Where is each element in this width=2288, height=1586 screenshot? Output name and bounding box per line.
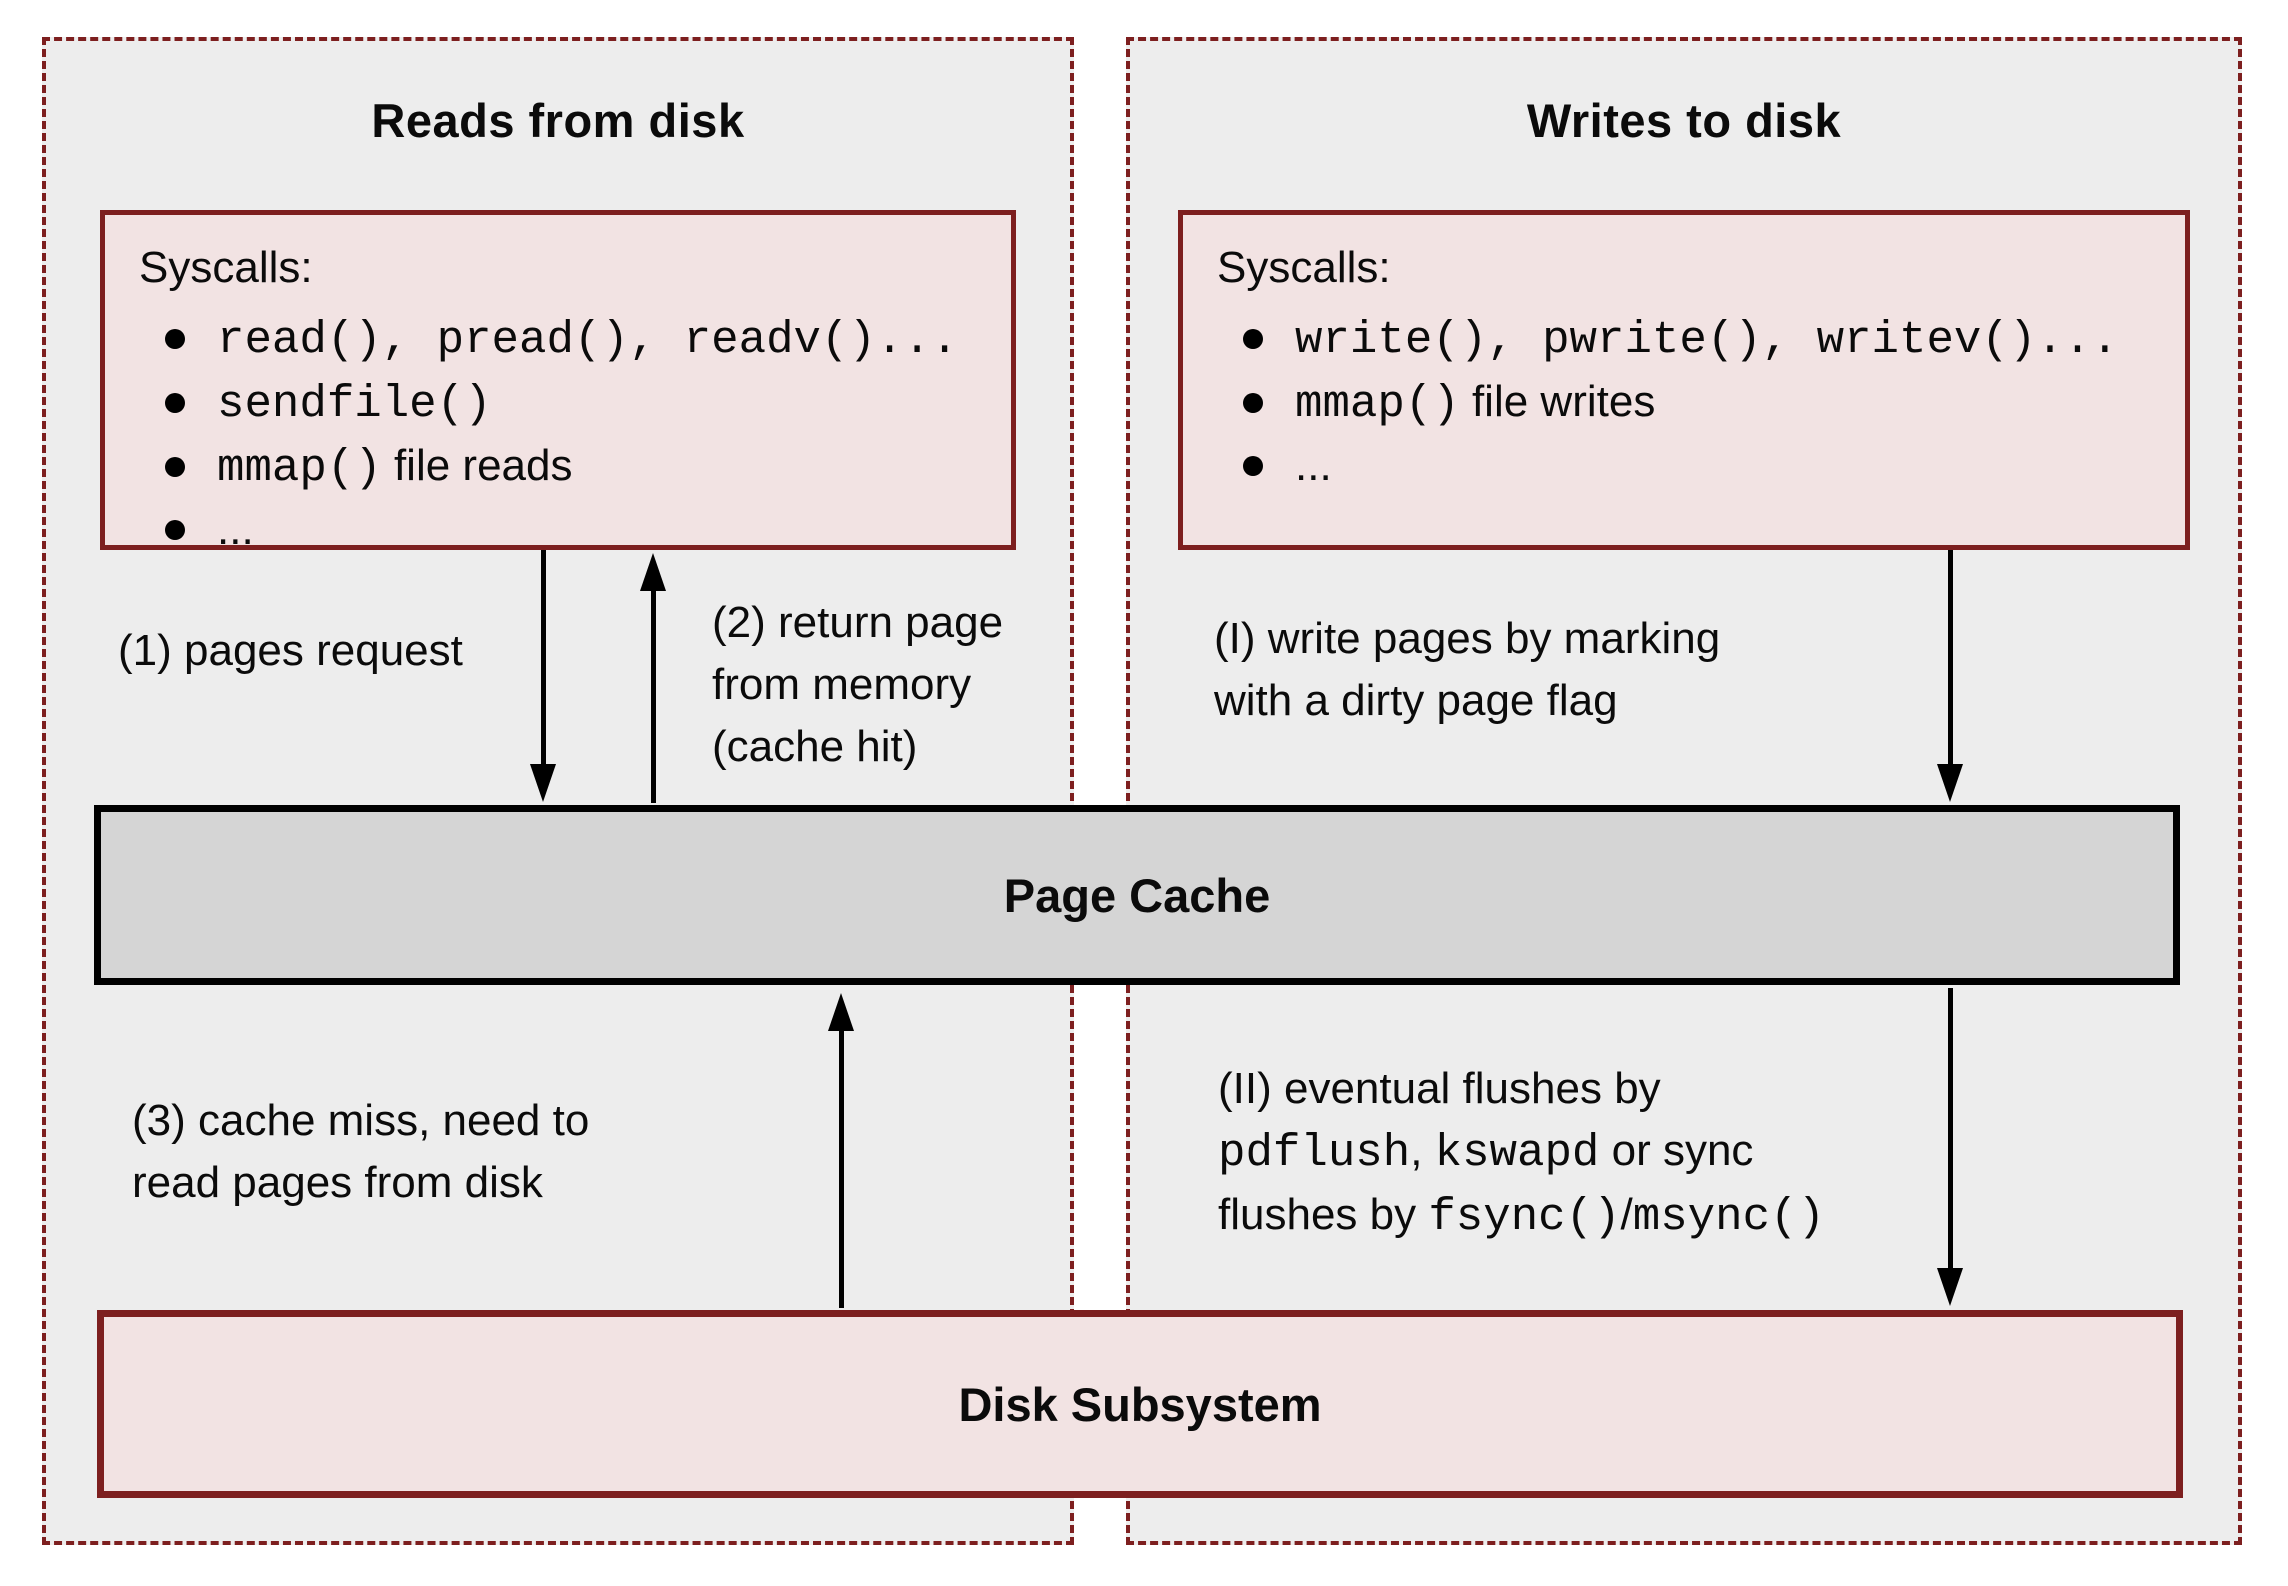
arrow-shaft	[1947, 988, 1953, 1272]
label-write-dirty: (I) write pages by marking with a dirty …	[1214, 614, 1721, 725]
label-return-page: (2) return page from memory (cache hit)	[712, 598, 1004, 771]
arrowhead-up-icon	[828, 993, 854, 1031]
label-pages-request: (1) pages request	[118, 626, 463, 675]
page-cache-node: Page Cache	[94, 805, 2180, 985]
arrowhead-down-icon	[1937, 764, 1963, 802]
arrow-shaft	[650, 587, 656, 803]
arrowhead-down-icon	[1937, 1268, 1963, 1306]
syscall-item: mmap() file writes	[1217, 371, 2169, 435]
arrow-shaft	[1947, 550, 1953, 768]
syscall-item: ...	[139, 499, 995, 560]
arrow-down-flush	[1933, 988, 1967, 1306]
syscall-item: mmap() file reads	[139, 435, 995, 499]
writes-syscalls-heading: Syscalls:	[1217, 243, 1391, 292]
arrow-up-cache-miss	[824, 993, 858, 1308]
reads-syscalls-heading: Syscalls:	[139, 243, 313, 292]
syscall-item: read(), pread(), readv()...	[139, 307, 995, 371]
writes-syscalls-box: Syscalls: write(), pwrite(), writev()...…	[1178, 210, 2190, 550]
arrow-up-return-page	[636, 553, 670, 803]
disk-subsystem-node: Disk Subsystem	[97, 1310, 2183, 1498]
label-flush: (II) eventual flushes by pdflush, kswapd…	[1218, 1064, 1825, 1243]
arrow-down-pages-request	[526, 550, 560, 802]
arrow-shaft	[838, 1027, 844, 1308]
syscall-item: sendfile()	[139, 371, 995, 435]
arrowhead-up-icon	[640, 553, 666, 591]
writes-syscalls-list: write(), pwrite(), writev()... mmap() fi…	[1217, 307, 2169, 496]
arrow-down-write-dirty	[1933, 550, 1967, 802]
reads-panel-title: Reads from disk	[371, 94, 745, 147]
reads-syscalls-box: Syscalls: read(), pread(), readv()... se…	[100, 210, 1016, 554]
arrowhead-down-icon	[530, 764, 556, 802]
reads-syscalls-list: read(), pread(), readv()... sendfile() m…	[139, 307, 995, 560]
writes-panel-title: Writes to disk	[1526, 94, 1842, 147]
label-cache-miss: (3) cache miss, need to read pages from …	[132, 1096, 590, 1207]
syscall-item: write(), pwrite(), writev()...	[1217, 307, 2169, 371]
syscall-item: ...	[1217, 435, 2169, 496]
arrow-shaft	[540, 550, 546, 768]
